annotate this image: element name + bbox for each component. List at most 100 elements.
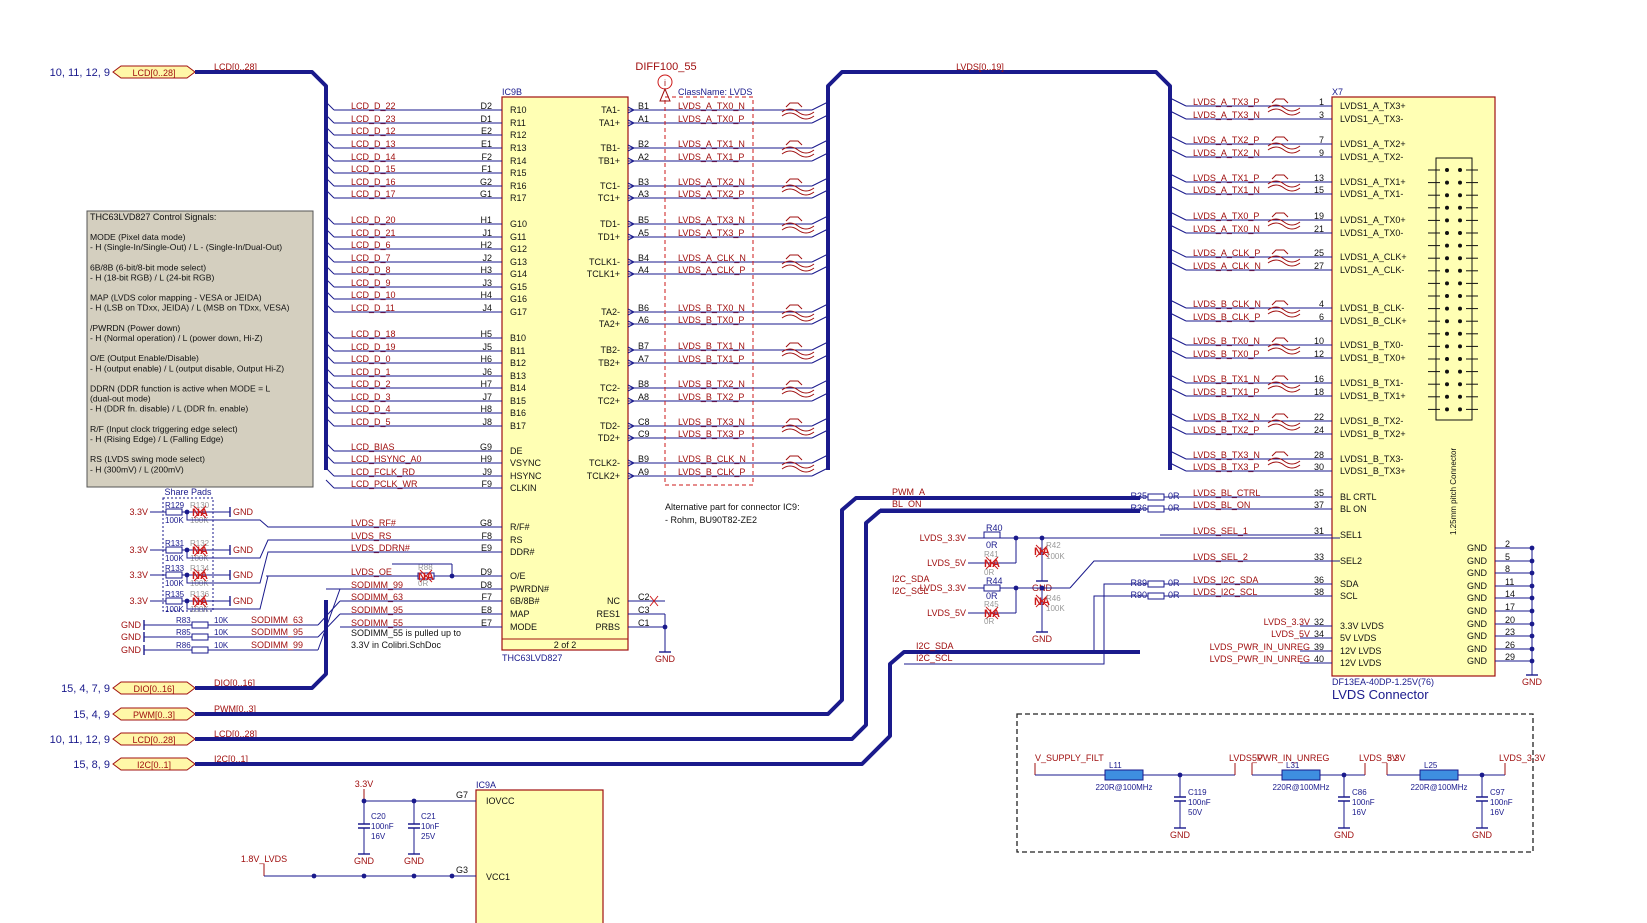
net-label: LCD_PCLK_WR (351, 479, 418, 489)
bus-entry (325, 164, 335, 174)
pin-number: E8 (481, 605, 492, 615)
port-label: LCD[0..28] (132, 735, 175, 745)
pin-number: 7 (1319, 135, 1324, 145)
resistor (165, 597, 183, 605)
diff-pair-icon (785, 380, 803, 386)
supply-label: 3.3V (129, 570, 148, 580)
ic9b-body[interactable] (501, 96, 629, 651)
x7-body[interactable] (1331, 96, 1496, 677)
pin-number: C2 (638, 592, 650, 602)
net-label: LVDS_BL_CTRL (1193, 488, 1260, 498)
ic9a-body[interactable] (475, 789, 604, 923)
pin-pad (1445, 193, 1449, 198)
no-connect-icon (649, 595, 659, 607)
net-label: LVDS_3.3V (1264, 617, 1310, 627)
net-label: LVDS_A_TX3_N (1193, 110, 1260, 120)
net-label: LVDS_BL_ON (1193, 500, 1250, 510)
na-label: NA (984, 608, 1000, 620)
bus-entry (1169, 412, 1187, 422)
diff-pair-icon (1267, 104, 1301, 116)
supply-label: 3.3V (129, 507, 148, 517)
bus-entry (1169, 148, 1187, 158)
pin-number: H3 (480, 265, 492, 275)
not-assembled-cross-icon (193, 505, 207, 519)
classname-label: ClassName: LVDS (678, 87, 752, 97)
pin-name: TC1+ (598, 193, 620, 203)
pin-number: H1 (480, 215, 492, 225)
value-label: 10K (214, 616, 229, 625)
lcd-bus (195, 70, 328, 470)
pin-name: MAP (510, 609, 530, 619)
pin-number: E2 (481, 126, 492, 136)
pin-number: 30 (1314, 462, 1324, 472)
diff-pair-icon (785, 216, 803, 222)
pin-name: LVDS1_B_TX3+ (1340, 466, 1406, 476)
pin-pad (1458, 218, 1462, 223)
pin-pad (1458, 344, 1462, 349)
ferrite-bead (1419, 769, 1459, 781)
pin-number: 8 (1505, 564, 1510, 574)
pin-number: H7 (480, 379, 492, 389)
bus-entry (1169, 110, 1187, 120)
pin-number: F2 (481, 152, 492, 162)
ref-label: C97 (1490, 788, 1505, 797)
net-label: LVDS_I2C_SCL (1193, 587, 1257, 597)
diff-pair-icon (1267, 255, 1301, 267)
diff-pair-icon (785, 178, 803, 184)
pin-number: J5 (482, 342, 492, 352)
supply-label: LVDS_3.3V (1499, 753, 1545, 763)
pin-number: J4 (482, 303, 492, 313)
pin-arrow (627, 397, 636, 405)
pin-number: 6 (1319, 312, 1324, 322)
net-label: LCD_D_9 (351, 278, 391, 288)
port-label: PWM[0..3] (133, 710, 175, 720)
bus-entry (1169, 312, 1187, 322)
note-line: - H (Rising Edge) / L (Falling Edge) (90, 434, 224, 444)
pin-number: J6 (482, 367, 492, 377)
pin-name: 6B/8B# (510, 596, 540, 606)
pitch-label: 1.25mm pitch Connector (1449, 448, 1458, 535)
net-label: LCD_D_8 (351, 265, 391, 275)
bus-entry (1169, 387, 1187, 397)
pin-name: VSYNC (510, 458, 542, 468)
value-label: 220R@100MHz (1272, 783, 1329, 792)
pin-number: 14 (1505, 589, 1515, 599)
net-label: LVDS_A_TX0_N (1193, 224, 1260, 234)
net-label: LCD_D_23 (351, 114, 396, 124)
resistor (191, 646, 209, 654)
pin-name: R17 (510, 193, 527, 203)
pin-pad (1458, 168, 1462, 172)
pin-arrow (627, 194, 636, 202)
wire (904, 595, 1148, 653)
pin-number: 20 (1505, 615, 1515, 625)
pin-arrow (627, 144, 636, 152)
net-label: LVDS_A_TX0_P (678, 114, 744, 124)
pin-pad (1458, 357, 1462, 361)
pin-name: B14 (510, 383, 526, 393)
pin-name: LVDS1_B_TX1+ (1340, 391, 1406, 401)
diff-pair-icon (1271, 212, 1289, 218)
gnd-label: GND (1032, 634, 1053, 644)
net-label: LVDS_A_TX0_N (678, 101, 745, 111)
pin-name: SCL (1340, 591, 1358, 601)
supply-label: 3.3V (1387, 753, 1406, 763)
pin-name: LVDS1_A_TX3- (1340, 114, 1403, 124)
pin-name: B17 (510, 421, 526, 431)
bus-entry (325, 290, 335, 300)
pin-number: A9 (638, 467, 649, 477)
net-label: LVDS_DDRN# (351, 543, 410, 553)
bus-entry (325, 253, 335, 263)
diff-pair-icon (781, 310, 815, 322)
pin-name: DE (510, 446, 523, 456)
pin-name: R11 (510, 118, 526, 128)
note-line: - H (Single-In/Single-Out) / L - (Single… (90, 242, 282, 252)
net-label: LVDS_B_CLK_P (1193, 312, 1260, 322)
value-label: 16V (1352, 808, 1367, 817)
ref-label: L25 (1424, 761, 1438, 770)
bus-net-label: PWM[0..3] (214, 704, 256, 714)
diff-pair-icon (781, 260, 815, 272)
pin-name: RS (510, 535, 523, 545)
ref-label: R133 (165, 564, 185, 573)
pin-name: B10 (510, 333, 526, 343)
net-label: LVDS_SEL_1 (1193, 526, 1248, 536)
